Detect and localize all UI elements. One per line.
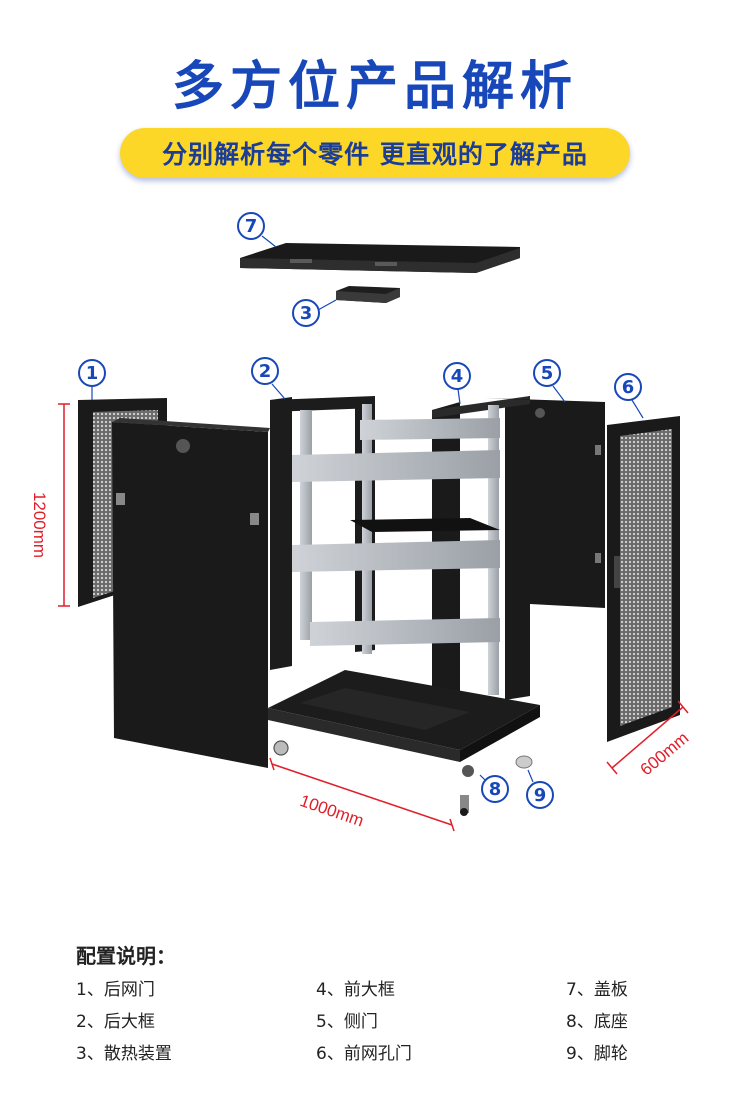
callout-4: 4 <box>443 362 471 390</box>
config-item: 8、底座 <box>566 1012 628 1032</box>
config-item: 6、前网孔门 <box>316 1044 412 1064</box>
caster-wheels <box>273 740 474 816</box>
callout-7: 7 <box>237 212 265 240</box>
subtitle-banner: 分别解析每个零件 更直观的了解产品 <box>120 128 630 178</box>
callout-8: 8 <box>481 775 509 803</box>
fan-unit-part <box>336 286 400 303</box>
svg-text:7: 7 <box>245 216 258 237</box>
top-cover-part <box>240 243 520 273</box>
rear-frame-part <box>112 418 270 768</box>
subtitle-text: 分别解析每个零件 更直观的了解产品 <box>162 140 588 169</box>
config-heading: 配置说明： <box>76 944 176 968</box>
side-door-part <box>484 398 605 608</box>
config-item: 2、后大框 <box>76 1012 155 1032</box>
front-mesh-door-part <box>607 416 680 742</box>
base-part <box>268 670 540 762</box>
exploded-cabinet-diagram: 7 3 1 2 <box>30 212 693 832</box>
config-item: 5、侧门 <box>316 1012 378 1032</box>
config-item: 3、散热装置 <box>76 1044 172 1064</box>
config-item: 1、后网门 <box>76 980 155 1000</box>
callout-6: 6 <box>614 373 642 401</box>
svg-text:5: 5 <box>541 363 554 384</box>
mounting-rails <box>292 418 500 646</box>
svg-text:1: 1 <box>86 363 99 384</box>
callout-1: 1 <box>78 359 106 387</box>
height-dimension: 1200mm <box>30 403 70 607</box>
callout-5: 5 <box>533 359 561 387</box>
width-dimension: 1000mm <box>269 757 455 832</box>
config-item: 7、盖板 <box>566 980 628 1000</box>
svg-text:600mm: 600mm <box>637 728 693 779</box>
svg-text:6: 6 <box>622 377 635 398</box>
svg-text:1000mm: 1000mm <box>297 791 366 830</box>
svg-text:3: 3 <box>300 303 313 324</box>
callout-3: 3 <box>292 299 320 327</box>
config-list: 1、后网门 4、前大框 7、盖板 2、后大框 5、侧门 8、底座 3、散热装置 … <box>76 979 696 1065</box>
callout-9: 9 <box>526 781 554 809</box>
callout-2: 2 <box>251 357 279 385</box>
svg-text:2: 2 <box>259 361 272 382</box>
svg-text:9: 9 <box>534 785 547 806</box>
svg-text:8: 8 <box>489 779 502 800</box>
svg-text:4: 4 <box>451 366 464 387</box>
config-item: 4、前大框 <box>316 980 395 1000</box>
page-title: 多方位产品解析 <box>171 57 578 117</box>
svg-text:1200mm: 1200mm <box>30 492 49 558</box>
config-item: 9、脚轮 <box>566 1044 628 1064</box>
